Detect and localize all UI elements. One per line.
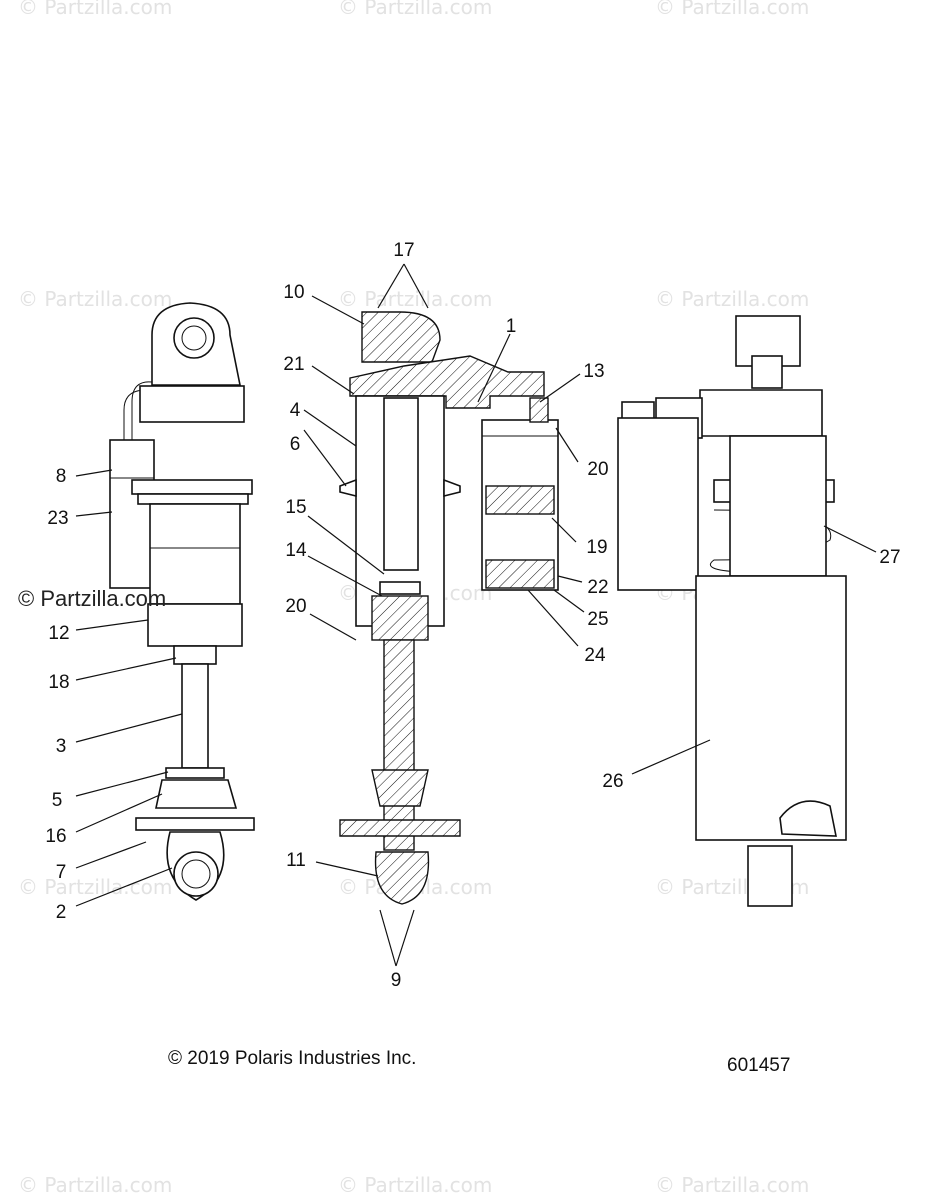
watermark: © Partzilla.com — [338, 0, 492, 19]
section-shaft — [383, 639, 415, 851]
right-bottom-mount — [747, 845, 793, 907]
section-adjuster — [529, 397, 549, 423]
callout-7: 7 — [56, 862, 67, 883]
callout-8: 8 — [56, 466, 67, 487]
callout-5: 5 — [52, 790, 63, 811]
callout-14: 14 — [285, 540, 307, 561]
section-reservoir-cap — [485, 559, 555, 589]
callout-12: 12 — [48, 623, 69, 644]
watermark: © Partzilla.com — [18, 1173, 172, 1197]
reservoir — [109, 439, 155, 589]
callout-20-lower: 20 — [285, 596, 306, 617]
watermark: © Partzilla.com — [18, 875, 172, 899]
right-body-head — [699, 389, 823, 437]
callout-23: 23 — [47, 508, 68, 529]
callout-10: 10 — [283, 282, 304, 303]
watermark-prominent: © Partzilla.com — [18, 586, 166, 611]
adjuster-ring — [131, 479, 253, 495]
body-collar — [139, 385, 245, 423]
shock-body — [149, 503, 241, 605]
left-shock-assembly — [109, 302, 255, 901]
right-shock-assembly — [617, 315, 847, 907]
spring-retainer — [135, 817, 255, 831]
callout-labels: 17 10 1 13 21 4 6 20 15 19 14 22 20 25 2… — [45, 240, 900, 991]
callout-27: 27 — [879, 547, 900, 568]
diagram-number: 601457 — [727, 1055, 790, 1076]
watermark: © Partzilla.com — [18, 0, 172, 19]
section-piston — [371, 595, 429, 641]
section-bump-stop — [371, 769, 429, 807]
callout-20-upper: 20 — [587, 459, 608, 480]
section-lower-retainer — [339, 819, 461, 837]
watermark: © Partzilla.com — [18, 287, 172, 311]
callout-16: 16 — [45, 826, 66, 847]
callout-9: 9 — [391, 970, 402, 991]
callout-26: 26 — [602, 771, 623, 792]
callout-11: 11 — [286, 850, 306, 871]
callout-21: 21 — [283, 354, 304, 375]
copyright-text: © 2019 Polaris Industries Inc. — [168, 1048, 416, 1069]
callout-4: 4 — [290, 400, 301, 421]
callout-13: 13 — [583, 361, 604, 382]
callout-6: 6 — [290, 434, 301, 455]
section-top-eyelet — [361, 311, 441, 363]
watermark: © Partzilla.com — [338, 1173, 492, 1197]
cross-section-assembly — [339, 311, 559, 905]
bump-stop — [155, 779, 238, 809]
bumper-washer — [165, 767, 225, 779]
shaft-seal — [173, 645, 217, 665]
piston-shaft — [181, 663, 209, 769]
leader-lines — [75, 263, 877, 967]
right-body — [729, 435, 827, 577]
callout-15: 15 — [285, 497, 306, 518]
watermark: © Partzilla.com — [655, 1173, 809, 1197]
callout-17: 17 — [393, 240, 414, 261]
watermark: © Partzilla.com — [655, 287, 809, 311]
callout-3: 3 — [56, 736, 67, 757]
callout-18: 18 — [48, 672, 69, 693]
callout-19: 19 — [586, 537, 607, 558]
watermark: © Partzilla.com — [655, 0, 809, 19]
right-reservoir — [617, 417, 699, 591]
watermark: © Partzilla.com — [338, 287, 492, 311]
top-eyelet-bore — [173, 317, 215, 359]
callout-1: 1 — [506, 316, 517, 337]
body-cap — [147, 603, 243, 647]
section-ifp — [485, 485, 555, 515]
callout-22: 22 — [587, 577, 608, 598]
callout-25: 25 — [587, 609, 608, 630]
callout-24: 24 — [584, 645, 606, 666]
callout-2: 2 — [56, 902, 67, 923]
dust-boot — [695, 575, 847, 841]
section-spring-perch — [339, 478, 357, 498]
